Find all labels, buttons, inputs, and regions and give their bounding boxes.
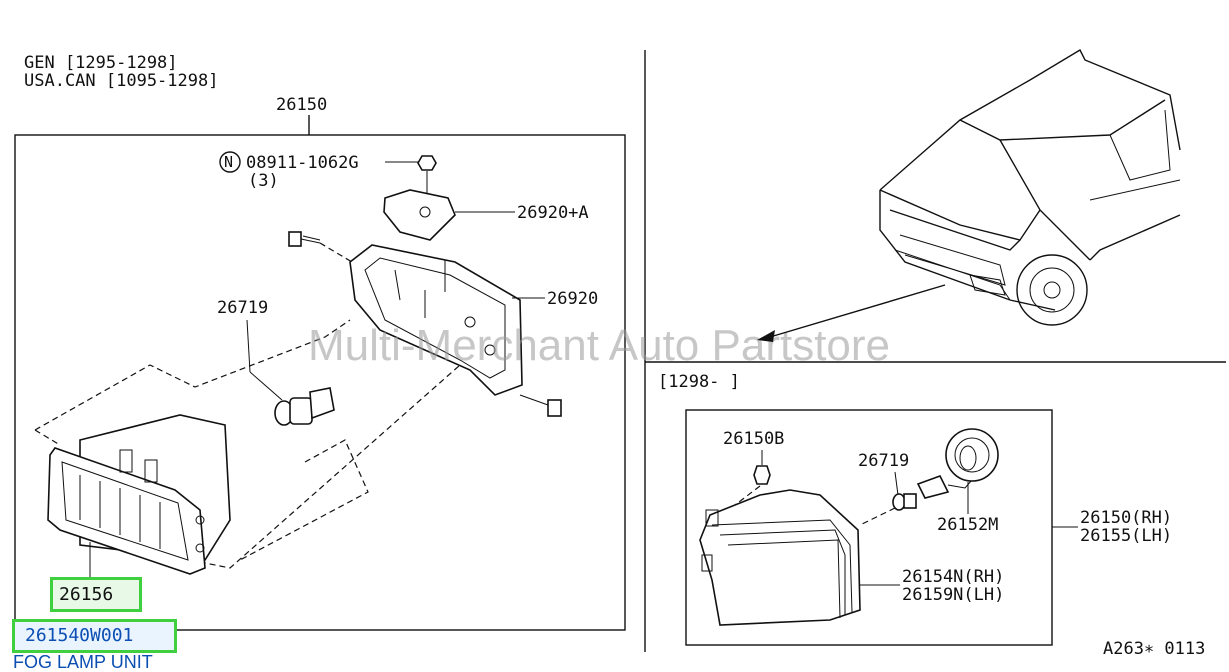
- vehicle-icon: [879, 49, 1181, 326]
- bolt-lower-icon: [519, 394, 562, 417]
- side-lamp-icon: [699, 489, 861, 626]
- assembly-frame: [14, 134, 626, 631]
- nut-code-label: N: [224, 153, 233, 171]
- region-range-label: USA.CAN [1095-1298]: [24, 71, 218, 91]
- side-bulb-icon: [892, 493, 917, 511]
- later-range-label: [1298- ]: [658, 372, 740, 392]
- assembly-label[interactable]: 26150: [276, 95, 327, 115]
- nut-circle-icon: [219, 151, 241, 173]
- diagram-code-label: A263∗ 0113: [1103, 639, 1205, 659]
- watermark: Multi-Merchant Auto Partstore: [308, 321, 890, 370]
- bracket-plate-label[interactable]: 26920+A: [517, 203, 589, 223]
- lamp-unit-label[interactable]: 26156: [59, 584, 114, 605]
- lens-lh-label[interactable]: 26159N(LH): [902, 585, 1004, 605]
- side-socket-icon: [753, 465, 771, 485]
- fog-lamp-icon: [47, 414, 231, 575]
- bracket-plate-hole: [419, 206, 431, 218]
- lens-rh-label[interactable]: 26154N(RH): [902, 567, 1004, 587]
- guide-left: [34, 429, 61, 446]
- vehicle-pointer-arrow: [757, 330, 775, 342]
- side-socket-label[interactable]: 26150B: [723, 429, 784, 449]
- side-bulb-leader: [894, 471, 899, 496]
- nut-part-label[interactable]: 08911-1062G: [246, 153, 359, 173]
- bulb-icon: [274, 387, 335, 426]
- part-description: FOG LAMP UNIT: [13, 652, 153, 672]
- side-lamp-rh-label[interactable]: 26150(RH): [1080, 508, 1172, 528]
- guide-mid: [239, 439, 369, 561]
- nut-icon: [417, 155, 437, 171]
- bulb-label[interactable]: 26719: [217, 298, 268, 318]
- side-holder-icon: [916, 428, 999, 499]
- side-lamp-lh-label[interactable]: 26155(LH): [1080, 526, 1172, 546]
- part-number-label[interactable]: 261540W001: [25, 625, 134, 646]
- bulb-leader: [246, 319, 251, 373]
- part-number-highlight[interactable]: 261540W001: [12, 619, 177, 653]
- guide-upper: [34, 319, 351, 431]
- bracket-label[interactable]: 26920: [547, 289, 598, 309]
- side-socket-guide: [734, 485, 761, 506]
- bracket-plate-icon: [383, 189, 456, 241]
- bolt-guide: [319, 242, 353, 263]
- side-bulb-guide: [859, 507, 896, 526]
- gen-range-label: GEN [1295-1298]: [24, 53, 178, 73]
- nut-qty-label: (3): [248, 171, 279, 191]
- side-bulb-label[interactable]: 26719: [858, 451, 909, 471]
- bracket-icon: [349, 244, 523, 396]
- nut-callout[interactable]: N 08911-1062G (3): [219, 151, 359, 191]
- lamp-unit-highlight[interactable]: 26156: [50, 577, 142, 612]
- side-holder-label[interactable]: 26152M: [937, 515, 998, 535]
- vehicle-pointer: [769, 284, 946, 338]
- bulb-leader-2: [249, 371, 283, 401]
- bolt-icon: [288, 231, 321, 247]
